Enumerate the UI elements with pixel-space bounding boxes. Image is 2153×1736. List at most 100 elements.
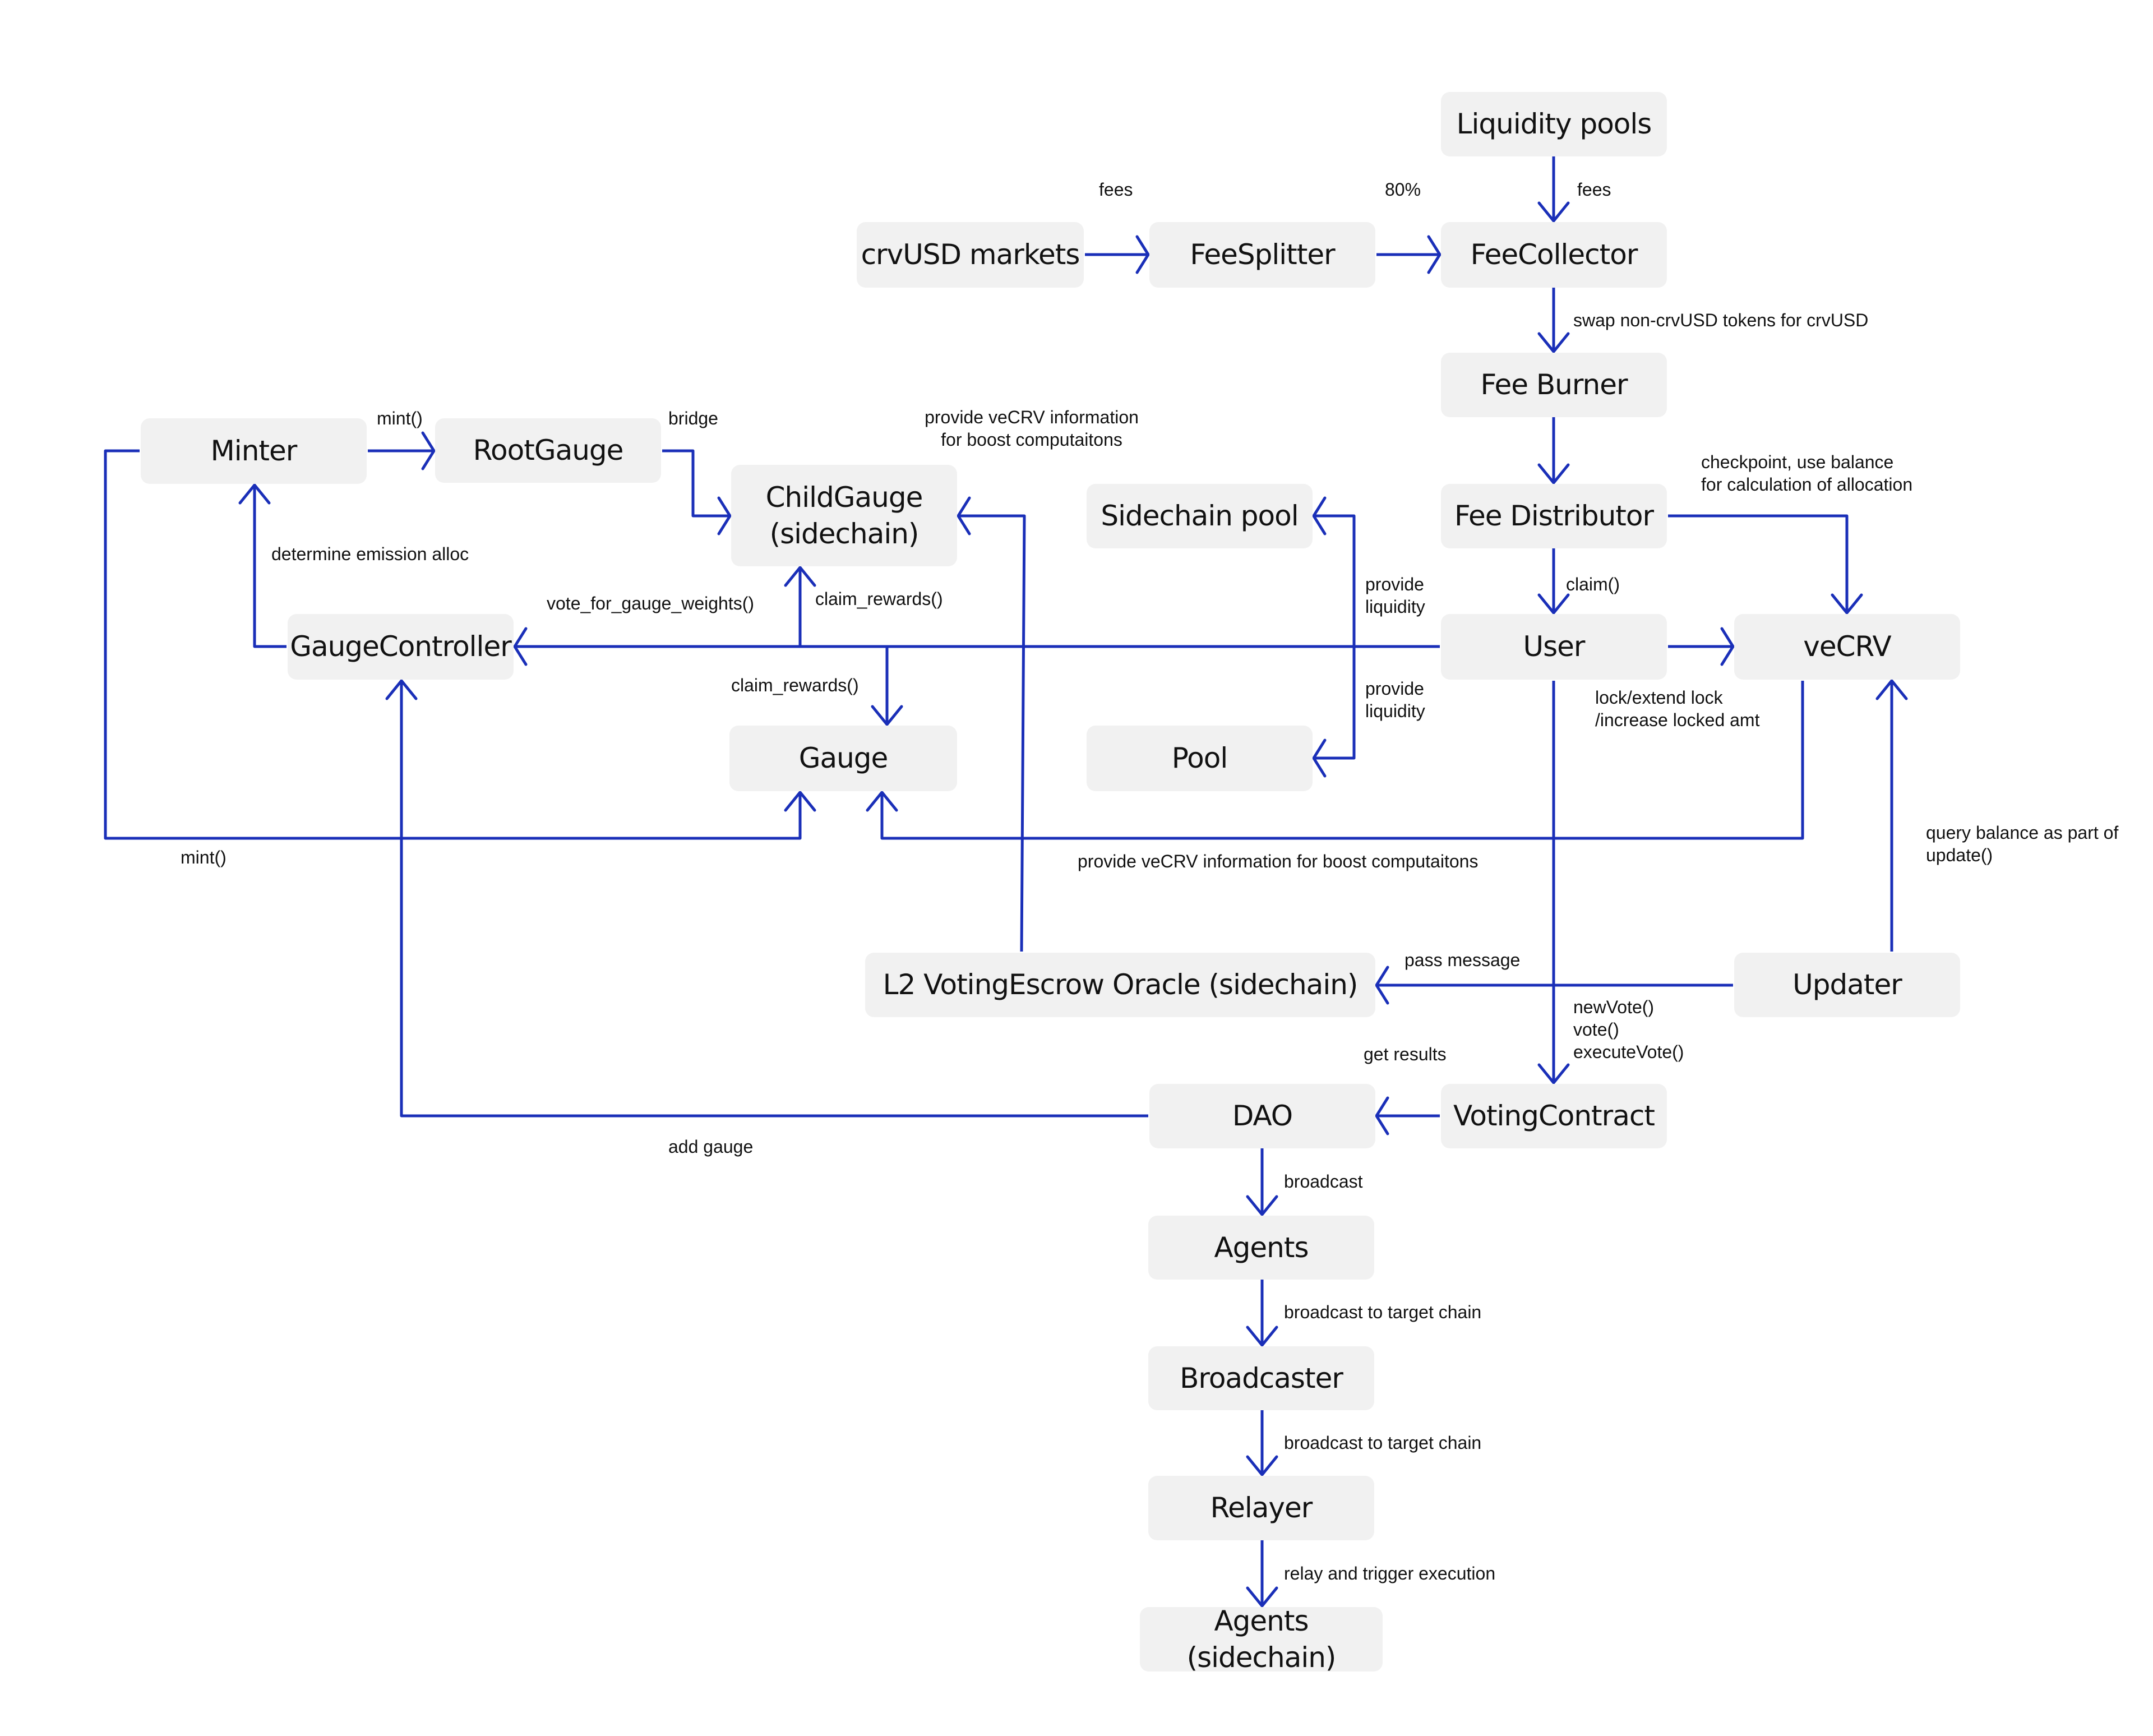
arrowhead-icon: [717, 496, 732, 535]
edge-label-relay-trigger: relay and trigger execution: [1284, 1563, 1496, 1583]
edge-label-add-gauge: add gauge: [668, 1137, 754, 1157]
arrowhead-icon: [1831, 593, 1863, 615]
node-label: Agents (sidechain): [1186, 1604, 1337, 1674]
node-label: Minter: [210, 435, 298, 467]
edge-label-80-percent: 80%: [1385, 179, 1421, 200]
arrowhead-icon: [1312, 738, 1327, 778]
node-child-gauge[interactable]: ChildGauge (sidechain): [731, 465, 957, 566]
node-l2-votingescrow-oracle[interactable]: L2 VotingEscrow Oracle (sidechain): [865, 953, 1375, 1017]
edge-label-mint-top: mint(): [377, 408, 423, 428]
node-label: veCRV: [1803, 630, 1891, 663]
node-label: ChildGauge (sidechain): [765, 481, 923, 550]
arrowhead-icon: [1135, 235, 1150, 274]
node-crvusd-markets[interactable]: crvUSD markets: [857, 222, 1084, 288]
node-fee-distributor[interactable]: Fee Distributor: [1441, 484, 1667, 548]
arrowhead-icon: [1537, 463, 1570, 484]
node-root-gauge[interactable]: RootGauge: [435, 418, 661, 483]
edge-label-get-results: get results: [1364, 1044, 1447, 1064]
node-vecrv[interactable]: veCRV: [1734, 614, 1960, 680]
arrowhead-icon: [1246, 1586, 1278, 1608]
node-label: Fee Burner: [1480, 368, 1628, 401]
edge-label-broadcast: broadcast: [1284, 1171, 1363, 1192]
edge-label-votes: newVote() vote() executeVote(): [1573, 997, 1684, 1062]
node-label: FeeSplitter: [1190, 238, 1335, 271]
edge-label-provide-vecrv-child: provide veCRV information for boost comp…: [925, 407, 1139, 450]
arrowhead-icon: [1375, 966, 1389, 1005]
edge-label-lock: lock/extend lock /increase locked amt: [1595, 687, 1760, 730]
node-label: Agents: [1214, 1231, 1309, 1264]
node-voting-contract[interactable]: VotingContract: [1441, 1084, 1667, 1148]
edge-label-claim-rewards-child: claim_rewards(): [815, 589, 943, 609]
node-label: Broadcaster: [1180, 1361, 1343, 1395]
arrowhead-icon: [238, 483, 271, 505]
node-relayer[interactable]: Relayer: [1148, 1476, 1374, 1540]
node-fee-splitter[interactable]: FeeSplitter: [1149, 222, 1375, 288]
edge-label-provide-liquidity-pool: provide liquidity: [1365, 678, 1425, 721]
node-label: GaugeController: [290, 630, 512, 663]
edge-vecrv-to-gauge: [880, 681, 1804, 840]
arrowhead-icon: [957, 496, 971, 535]
node-gauge[interactable]: Gauge: [729, 726, 957, 791]
arrowhead-icon: [1246, 1195, 1278, 1216]
edge-label-provide-vecrv-gauge: provide veCRV information for boost comp…: [1078, 851, 1479, 871]
node-label: Gauge: [798, 742, 889, 774]
arrowhead-icon: [1720, 627, 1735, 666]
node-label: Relayer: [1210, 1492, 1313, 1524]
node-label: Liquidity pools: [1456, 108, 1652, 140]
node-sidechain-pool[interactable]: Sidechain pool: [1087, 484, 1313, 548]
node-fee-burner[interactable]: Fee Burner: [1441, 353, 1667, 417]
node-agents[interactable]: Agents: [1148, 1216, 1374, 1280]
node-label: User: [1523, 630, 1586, 663]
edge-label-determine-emission: determine emission alloc: [271, 544, 469, 564]
edge-label-checkpoint: checkpoint, use balance for calculation …: [1701, 452, 1913, 495]
node-label: Pool: [1171, 742, 1228, 774]
node-label: crvUSD markets: [861, 238, 1080, 271]
arrowhead-icon: [421, 431, 436, 470]
arrowhead-icon: [866, 791, 898, 812]
edge-label-bridge: bridge: [668, 408, 718, 428]
arrowhead-icon: [784, 791, 816, 812]
arrowhead-icon: [1537, 201, 1570, 223]
arrowhead-icon: [1246, 1455, 1278, 1476]
arrowhead-icon: [1375, 1096, 1389, 1135]
node-updater[interactable]: Updater: [1734, 953, 1960, 1017]
edge-label-broadcast-target-1: broadcast to target chain: [1284, 1302, 1482, 1322]
node-label: DAO: [1232, 1100, 1293, 1132]
node-label: Updater: [1792, 968, 1902, 1001]
edge-l2-oracle-to-child-gauge: [958, 514, 1026, 952]
node-gauge-controller[interactable]: GaugeController: [288, 614, 514, 680]
arrowhead-icon: [871, 705, 903, 726]
node-dao[interactable]: DAO: [1149, 1084, 1375, 1148]
arrowhead-icon: [1537, 332, 1570, 353]
node-liquidity-pools[interactable]: Liquidity pools: [1441, 92, 1667, 156]
arrowhead-icon: [784, 566, 816, 587]
node-agents-sidechain[interactable]: Agents (sidechain): [1140, 1605, 1383, 1674]
edge-user-to-pool: [1314, 647, 1356, 760]
edge-label-provide-liquidity-sidechain: provide liquidity: [1365, 574, 1425, 617]
arrowhead-icon: [1537, 593, 1570, 615]
node-user[interactable]: User: [1441, 614, 1667, 680]
node-label: L2 VotingEscrow Oracle (sidechain): [883, 968, 1359, 1001]
edge-label-mint-bottom: mint(): [181, 847, 227, 867]
edge-gauge-controller-to-minter: [253, 485, 287, 648]
edge-label-pass-message: pass message: [1404, 950, 1521, 970]
edge-user-to-sidechain-pool: [1314, 514, 1356, 647]
arrowhead-icon: [1427, 235, 1442, 274]
edge-fee-distributor-to-vecrv: [1668, 514, 1849, 613]
node-label: VotingContract: [1453, 1100, 1655, 1132]
node-label: RootGauge: [473, 434, 624, 467]
node-fee-collector[interactable]: FeeCollector: [1441, 222, 1667, 288]
edge-label-broadcast-target-2: broadcast to target chain: [1284, 1433, 1482, 1453]
arrowhead-icon: [385, 679, 418, 700]
arrowhead-icon: [1246, 1326, 1278, 1347]
arrowhead-icon: [1537, 1063, 1570, 1084]
edge-label-vote-for-gauge-weights: vote_for_gauge_weights(): [547, 593, 755, 613]
edge-label-fees-crvusd: fees: [1099, 179, 1133, 200]
node-broadcaster[interactable]: Broadcaster: [1148, 1346, 1374, 1410]
edge-label-swap: swap non-crvUSD tokens for crvUSD: [1573, 310, 1869, 330]
edge-minter-to-gauge: [104, 449, 802, 840]
node-minter[interactable]: Minter: [141, 418, 367, 484]
node-pool[interactable]: Pool: [1087, 726, 1313, 791]
